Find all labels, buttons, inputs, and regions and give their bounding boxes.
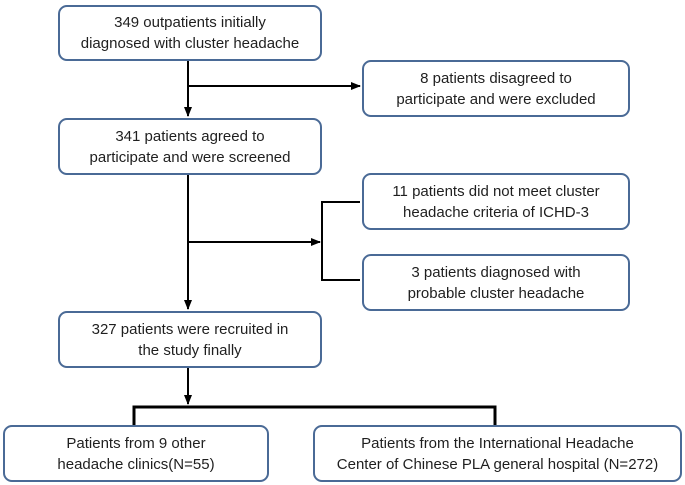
box-agreed-line2: participate and were screened — [89, 148, 291, 166]
box-agreed-screened: 341 patients agreed to participate and w… — [58, 118, 322, 175]
box-recruited-line2: the study finally — [138, 341, 242, 359]
box-initial-outpatients: 349 outpatients initially diagnosed with… — [58, 5, 322, 61]
box-recruited-in-study: 327 patients were recruited in the study… — [58, 311, 322, 368]
box-notmeet-line1: 11 patients did not meet cluster — [392, 182, 600, 200]
box-did-not-meet-criteria: 11 patients did not meet cluster headach… — [362, 173, 630, 230]
box-recruited-line1: 327 patients were recruited in — [91, 320, 289, 338]
box-disagreed-line2: participate and were excluded — [396, 90, 596, 108]
exclusion-bracket — [321, 201, 360, 281]
box-center-line1: Patients from the International Headache — [361, 434, 634, 452]
box-probable-line1: 3 patients diagnosed with — [411, 263, 581, 281]
box-initial-line1: 349 outpatients initially — [114, 14, 266, 31]
box-agreed-line1: 341 patients agreed to — [115, 127, 265, 145]
box-international-headache-center: Patients from the International Headache… — [313, 425, 682, 482]
box-probable-cluster-headache: 3 patients diagnosed with probable clust… — [362, 254, 630, 311]
box-other-line1: Patients from 9 other — [66, 434, 206, 452]
box-disagreed-excluded: 8 patients disagreed to participate and … — [362, 60, 630, 117]
box-other-line2: headache clinics(N=55) — [57, 455, 215, 473]
box-initial-line2: diagnosed with cluster headache — [80, 35, 300, 52]
box-disagreed-line1: 8 patients disagreed to — [420, 69, 572, 87]
box-notmeet-line2: headache criteria of ICHD-3 — [403, 203, 589, 221]
box-center-line2: Center of Chinese PLA general hospital (… — [336, 455, 659, 473]
box-probable-line2: probable cluster headache — [407, 284, 585, 302]
box-other-headache-clinics: Patients from 9 other headache clinics(N… — [3, 425, 269, 482]
split-bracket — [132, 405, 497, 425]
